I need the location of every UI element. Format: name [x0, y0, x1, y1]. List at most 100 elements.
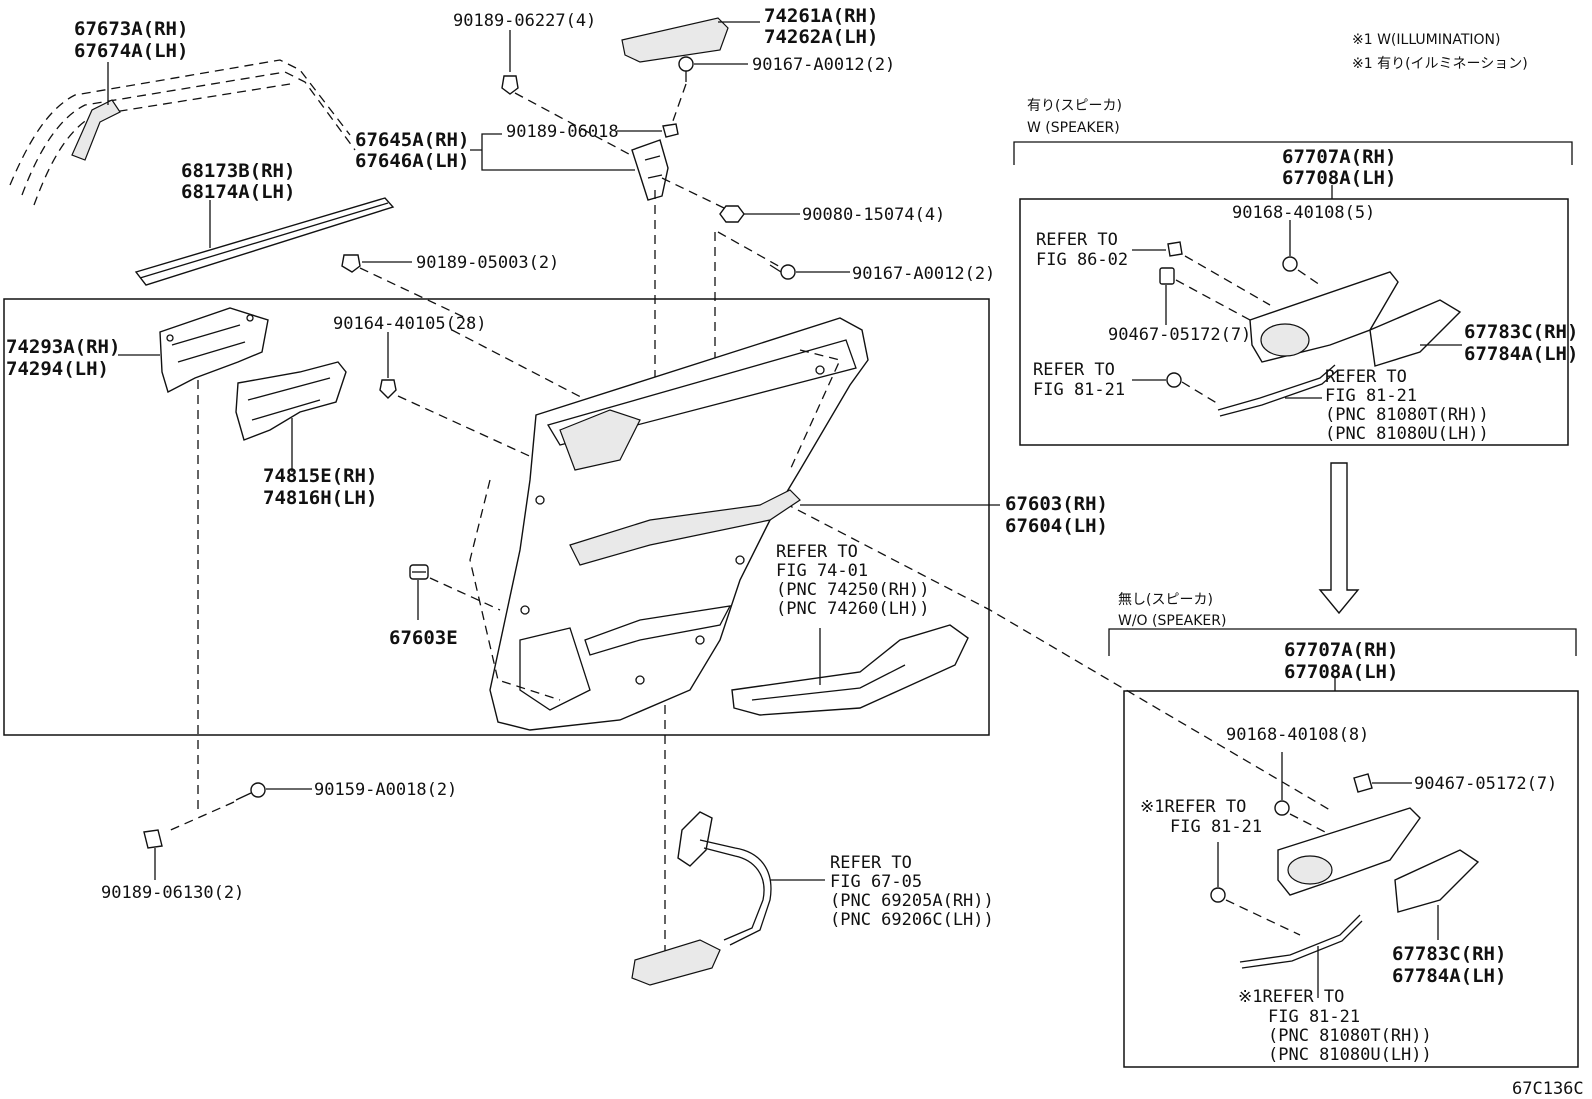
screw-90167-mid-label: 90167-A0012(2): [852, 264, 995, 284]
clip-90189-06227-label: 90189-06227(4): [453, 11, 596, 31]
w-refer-81-21-right-line-3: (PNC 81080T(RH)): [1325, 405, 1489, 425]
refer-74-01-line-3: (PNC 74250(RH)): [776, 580, 930, 600]
wo-refer-lower-line-2: FIG 81-21: [1268, 1007, 1360, 1027]
clip-90189-06130-icon: [143, 829, 163, 849]
w-refer-81-21-right-line-4: (PNC 81080U(LH)): [1325, 424, 1489, 444]
wo-speaker-heading-en: W/O (SPEAKER): [1118, 613, 1226, 629]
w-refer-81-21-right-line-1: REFER TO: [1325, 367, 1407, 387]
clip-90189-06018-icon: [662, 123, 679, 138]
clip-67603E-label: 67603E: [389, 627, 458, 649]
bracket-74293-label-lh: 74294(LH): [6, 358, 109, 380]
w-clip-90467-label: 90467-05172(7): [1108, 325, 1251, 345]
wo-refer-upper-line-2: FIG 81-21: [1170, 817, 1262, 837]
wo-cover-drawing: [1394, 849, 1480, 913]
w-speaker-detail-frame: [1019, 198, 1569, 446]
w-cover-label-lh: 67784A(LH): [1464, 343, 1578, 365]
molding-outer-drawing: [9, 59, 356, 206]
bracket-67645-label-rh: 67645A(RH): [355, 129, 469, 151]
bracket-67645-leader: [470, 133, 635, 171]
bracket-67645-drawing: [631, 139, 669, 201]
wo-refer-upper-line-1: ※1REFER TO: [1140, 797, 1246, 817]
refer-74-01-line-4: (PNC 74260(LH)): [776, 599, 930, 619]
wo-speaker-part-label-rh: 67707A(RH): [1284, 639, 1398, 661]
w-cover-drawing: [1369, 299, 1462, 367]
screw-90167-mid-icon: [769, 264, 796, 280]
w-refer-81-21-screw-icon: [1166, 372, 1182, 388]
weatherstrip-drawing: [134, 197, 395, 286]
w-speaker-clip-icon: [1167, 241, 1183, 257]
pad-74261-drawing: [621, 17, 729, 63]
variant-arrow-icon: [1318, 462, 1360, 615]
weatherstrip-label-rh: 68173B(RH): [181, 160, 295, 182]
w-speaker-screw-label: 90168-40108(5): [1232, 203, 1375, 223]
bracket-67645-label-lh: 67646A(LH): [355, 150, 469, 172]
screw-90159-label: 90159-A0018(2): [314, 780, 457, 800]
wo-light-screw-icon: [1210, 887, 1226, 903]
w-refer-86-02-line-2: FIG 86-02: [1036, 250, 1128, 270]
w-speaker-heading-en: W (SPEAKER): [1027, 120, 1120, 136]
wo-light-harness-drawing: [1239, 914, 1363, 969]
inner-handle-cable-drawing: [631, 811, 772, 986]
clip-90164-icon: [379, 379, 397, 399]
nut-90080-icon: [719, 205, 745, 223]
w-speaker-heading-jp: 有り(スピーカ): [1027, 98, 1122, 114]
w-speaker-screw-icon: [1282, 256, 1298, 272]
illumination-note-en: ※1 W(ILLUMINATION): [1352, 32, 1500, 48]
clip-90189-05003-label: 90189-05003(2): [416, 253, 559, 273]
illumination-note-jp: ※1 有り(イルミネーション): [1352, 56, 1528, 72]
wo-speaker-bracket: [1108, 628, 1577, 656]
clip-90189-06018-label: 90189-06018: [506, 122, 619, 142]
w-refer-86-02-line-1: REFER TO: [1036, 230, 1118, 250]
w-refer-81-21-right-line-2: FIG 81-21: [1325, 386, 1417, 406]
armrest-drawing: [731, 624, 969, 716]
wo-clip-90467-label: 90467-05172(7): [1414, 774, 1557, 794]
screw-90167-top-label: 90167-A0012(2): [752, 55, 895, 75]
bracket-74293-drawing: [159, 307, 269, 394]
bracket-74815-label-lh: 74816H(LH): [263, 487, 377, 509]
bracket-74815-drawing: [235, 361, 347, 441]
w-light-harness-drawing: [1217, 364, 1339, 417]
pad-74261-label-rh: 74261A(RH): [764, 5, 878, 27]
wo-refer-lower-line-3: (PNC 81080T(RH)): [1268, 1026, 1432, 1046]
nut-90080-label: 90080-15074(4): [802, 205, 945, 225]
w-cover-label-rh: 67783C(RH): [1464, 321, 1578, 343]
weatherstrip-label-lh: 68174A(LH): [181, 181, 295, 203]
w-speaker-part-label-lh: 67708A(LH): [1282, 167, 1396, 189]
wo-speaker-heading-jp: 無し(スピーカ): [1118, 592, 1213, 608]
door-trim-panel-label-lh: 67604(LH): [1005, 515, 1108, 537]
door-trim-group-frame: [3, 298, 990, 736]
wo-cover-label-lh: 67784A(LH): [1392, 965, 1506, 987]
screw-90159-icon: [235, 782, 266, 801]
pad-74261-label-lh: 74262A(LH): [764, 26, 878, 48]
wo-refer-lower-line-4: (PNC 81080U(LH)): [1268, 1045, 1432, 1065]
screw-90167-top-icon: [678, 56, 694, 82]
w-speaker-grille-drawing: [1249, 271, 1399, 363]
w-speaker-bracket: [1013, 141, 1573, 165]
bracket-74293-label-rh: 74293A(RH): [6, 336, 120, 358]
clip-90164-label: 90164-40105(28): [333, 314, 487, 334]
refer-74-01-line-1: REFER TO: [776, 542, 858, 562]
wo-speaker-screw-icon: [1274, 800, 1290, 816]
wo-refer-lower-line-1: ※1REFER TO: [1238, 987, 1344, 1007]
diagram-code: 67C136C: [1512, 1079, 1584, 1099]
door-trim-panel-label-rh: 67603(RH): [1005, 493, 1108, 515]
clip-90189-06130-label: 90189-06130(2): [101, 883, 244, 903]
refer-74-01-line-2: FIG 74-01: [776, 561, 868, 581]
bracket-74815-label-rh: 74815E(RH): [263, 465, 377, 487]
wo-grille-drawing: [1277, 807, 1421, 896]
clip-67603E-icon: [409, 564, 429, 580]
door-trim-panel-drawing: [469, 317, 869, 731]
refer-67-05-line-2: FIG 67-05: [830, 872, 922, 892]
wo-speaker-part-label-lh: 67708A(LH): [1284, 661, 1398, 683]
w-clip-90467-icon: [1159, 267, 1175, 285]
wo-clip-90467-icon: [1353, 773, 1373, 793]
w-speaker-part-label-rh: 67707A(RH): [1282, 146, 1396, 168]
refer-67-05-line-1: REFER TO: [830, 853, 912, 873]
wo-cover-label-rh: 67783C(RH): [1392, 943, 1506, 965]
molding-outer-label-rh: 67673A(RH): [74, 18, 188, 40]
wo-speaker-detail-frame: [1123, 690, 1579, 1068]
w-refer-81-21-left-line-2: FIG 81-21: [1033, 380, 1125, 400]
clip-90189-05003-icon: [341, 254, 361, 273]
w-refer-81-21-left-line-1: REFER TO: [1033, 360, 1115, 380]
